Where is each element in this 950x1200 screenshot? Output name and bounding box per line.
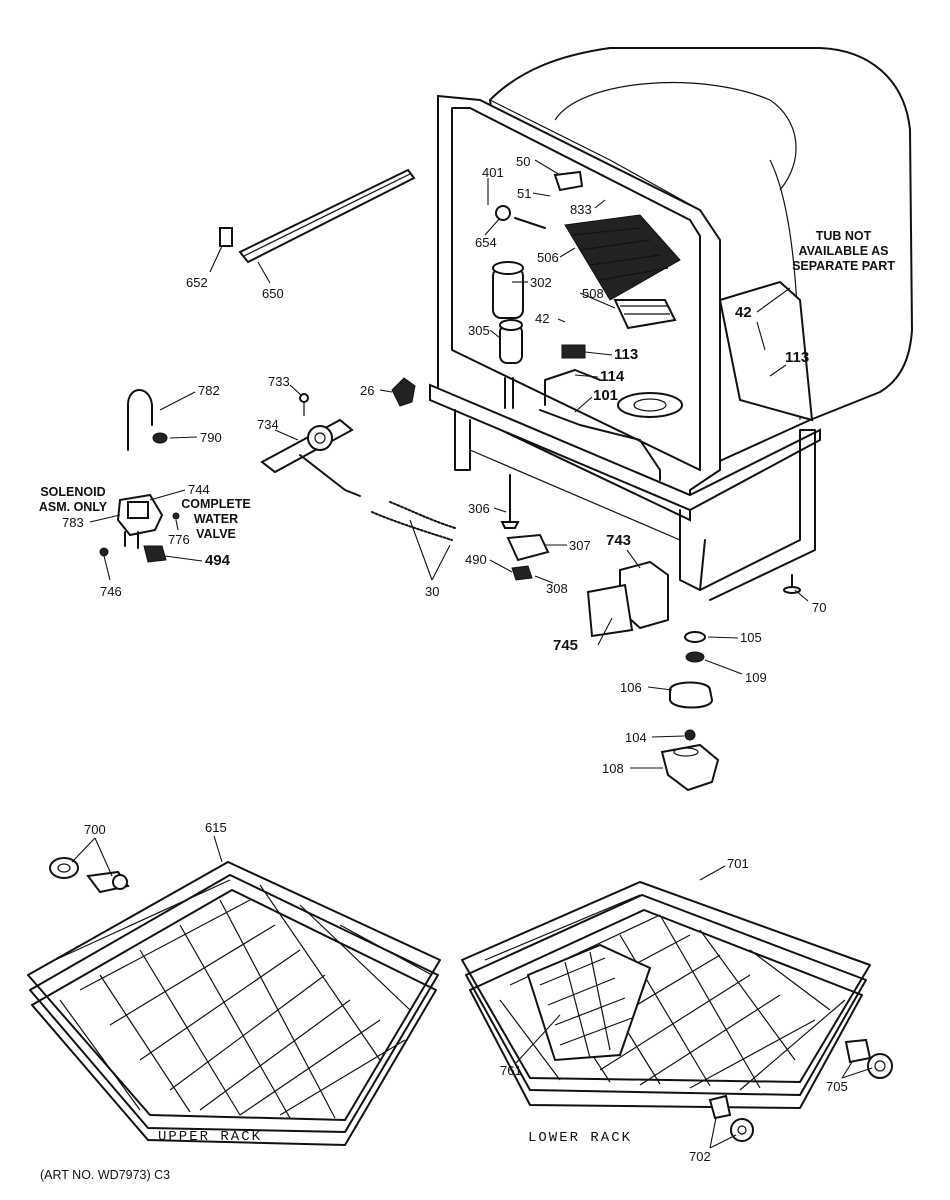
- part-label-106: 106: [620, 680, 642, 695]
- part-label-109: 109: [745, 670, 767, 685]
- lower-rack: [461, 881, 893, 1142]
- part-label-30: 30: [425, 584, 440, 599]
- part-label-101: 101: [593, 387, 619, 404]
- part-label-401: 401: [482, 165, 504, 180]
- part-label-302: 302: [530, 275, 552, 290]
- part-label-702: 702: [689, 1149, 711, 1164]
- part-label-746: 746: [100, 584, 122, 599]
- part-label-306: 306: [468, 501, 490, 516]
- part-label-761: 761: [500, 1063, 522, 1078]
- part-label-833: 833: [570, 202, 592, 217]
- part-label-104: 104: [625, 730, 647, 745]
- part-label-308: 308: [546, 581, 568, 596]
- part-label-508: 508: [582, 286, 604, 301]
- upper-rack: [27, 857, 441, 1146]
- part-label-650: 650: [262, 286, 284, 301]
- part-label-783: 783: [62, 515, 84, 530]
- part-label-701: 701: [727, 856, 749, 871]
- note-complete-water-valve: COMPLETE WATER VALVE: [181, 497, 251, 541]
- caption-upper-rack: UPPER RACK: [158, 1129, 263, 1145]
- part-label-743: 743: [606, 532, 632, 549]
- part-label-654: 654: [475, 235, 497, 250]
- part-label-113-inner: 113: [614, 346, 639, 363]
- part-label-105: 105: [740, 630, 762, 645]
- part-label-307: 307: [569, 538, 591, 553]
- part-label-506: 506: [537, 250, 559, 265]
- part-label-776: 776: [168, 532, 190, 547]
- part-label-305: 305: [468, 323, 490, 338]
- part-label-50: 50: [516, 154, 531, 169]
- note-tub-not-available: TUB NOT AVAILABLE AS SEPARATE PART: [792, 229, 895, 273]
- leader-lines: [71, 159, 873, 1149]
- part-label-790: 790: [200, 430, 222, 445]
- part-label-744: 744: [188, 482, 210, 497]
- part-label-108: 108: [602, 761, 624, 776]
- part-label-733: 733: [268, 374, 290, 389]
- note-solenoid-assembly: SOLENOID ASM. ONLY: [38, 485, 108, 514]
- part-label-494: 494: [205, 552, 231, 569]
- part-label-114: 114: [600, 368, 625, 385]
- part-label-51: 51: [517, 186, 532, 201]
- art-number: (ART NO. WD7973) C3: [40, 1168, 171, 1182]
- part-label-782: 782: [198, 383, 220, 398]
- part-label-42-inner: 42: [535, 311, 550, 326]
- part-label-705: 705: [826, 1079, 848, 1094]
- caption-lower-rack: LOWER RACK: [528, 1130, 633, 1146]
- part-label-615: 615: [205, 820, 227, 835]
- part-label-70: 70: [812, 600, 827, 615]
- part-label-113-side: 113: [785, 349, 810, 366]
- part-label-734: 734: [257, 417, 279, 432]
- part-label-26: 26: [360, 383, 375, 398]
- part-label-700: 700: [84, 822, 106, 837]
- part-label-42-side: 42: [735, 304, 752, 321]
- center-parts: [500, 474, 801, 792]
- tub-assembly: [391, 47, 914, 601]
- part-label-490: 490: [465, 552, 487, 567]
- left-parts: [99, 168, 456, 563]
- part-label-652: 652: [186, 275, 208, 290]
- part-label-745: 745: [553, 637, 579, 654]
